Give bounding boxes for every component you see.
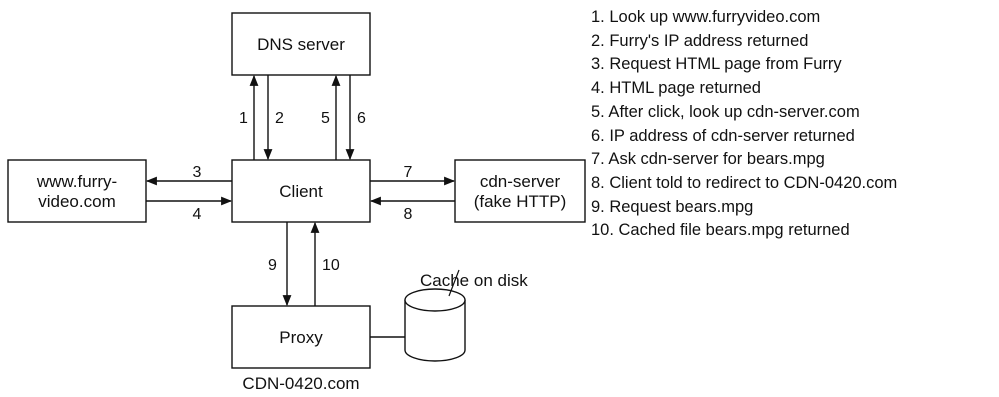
steps-list: 1. Look up www.furryvideo.com 2. Furry's…	[591, 6, 996, 243]
arrow-label-5: 5	[321, 110, 330, 127]
arrow-label-7: 7	[404, 164, 413, 181]
arrow-label-6: 6	[357, 110, 366, 127]
cdn-redirect-diagram: DNS server Client www.furry- video.com c…	[7, 12, 586, 393]
step-item: 3. Request HTML page from Furry	[591, 55, 842, 74]
step-item: 5. After click, look up cdn-server.com	[591, 102, 860, 121]
cdn-server-label-line2: (fake HTTP)	[474, 192, 567, 211]
furry-video-label-line1: www.furry-	[36, 172, 117, 191]
proxy-caption: CDN-0420.com	[242, 374, 359, 393]
proxy-box	[231, 305, 371, 369]
arrow-label-1: 1	[239, 110, 248, 127]
step-item: 1. Look up www.furryvideo.com	[591, 8, 821, 26]
arrow-label-3: 3	[193, 164, 202, 181]
arrow-label-8: 8	[404, 206, 413, 223]
furry-video-box	[7, 159, 147, 223]
cdn-server-box	[454, 159, 586, 223]
arrow-label-10: 10	[322, 257, 340, 274]
cdn-server-label-line1: cdn-server	[480, 172, 561, 191]
step-item: 7. Ask cdn-server for bears.mpg	[591, 150, 825, 169]
cache-pointer-line	[448, 269, 460, 297]
furry-video-label-line2: video.com	[38, 192, 115, 211]
step-item: 6. IP address of cdn-server returned	[591, 126, 855, 145]
cache-disk-icon	[404, 288, 466, 362]
proxy-label: Proxy	[279, 328, 323, 347]
dns-server-label: DNS server	[257, 35, 345, 54]
client-label: Client	[279, 182, 323, 201]
step-item: 2. Furry's IP address returned	[591, 31, 809, 50]
arrow-label-9: 9	[268, 257, 277, 274]
dns-server-box	[231, 12, 371, 76]
arrow-label-4: 4	[193, 206, 202, 223]
client-box	[231, 159, 371, 223]
step-item: 8. Client told to redirect to CDN-0420.c…	[591, 173, 898, 192]
step-item: 4. HTML page returned	[591, 79, 761, 98]
step-item: 10. Cached file bears.mpg returned	[591, 221, 850, 240]
cache-label: Cache on disk	[420, 271, 528, 290]
step-item: 9. Request bears.mpg	[591, 197, 754, 216]
arrow-label-2: 2	[275, 110, 284, 127]
